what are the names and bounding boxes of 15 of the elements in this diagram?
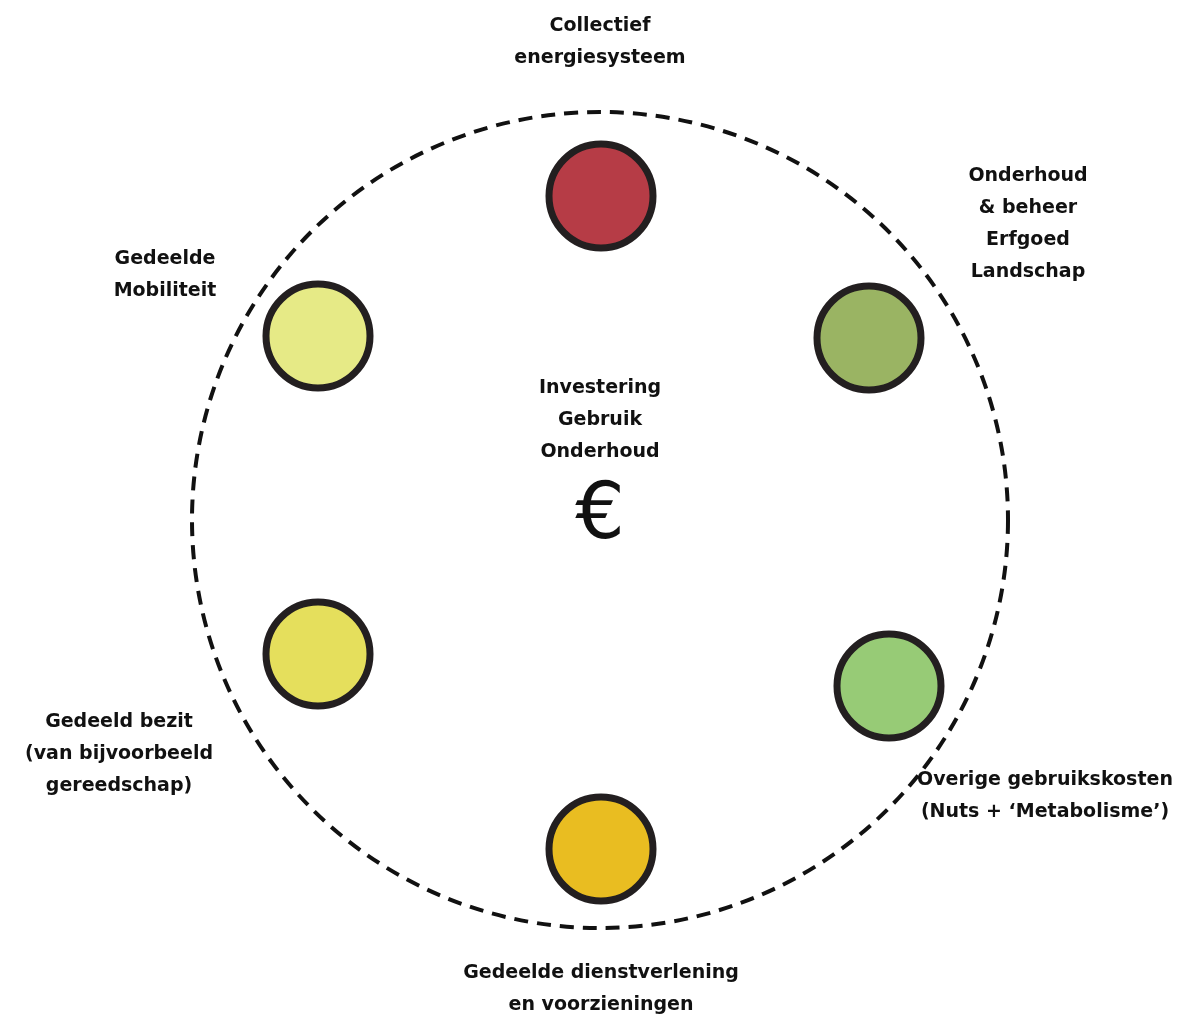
euro-sign: € <box>574 466 626 556</box>
center-label: Investering Gebruik Onderhoud <box>537 374 663 463</box>
circle-marker <box>262 280 374 392</box>
circle-marker <box>545 140 657 252</box>
circle-label: Onderhoud & beheer Erfgoed Landschap <box>967 162 1089 283</box>
circle-label: Gedeelde Mobiliteit <box>112 245 218 302</box>
circle-label: Gedeeld bezit (van bijvoorbeeld gereedschap) <box>25 708 213 797</box>
circle-label: Overige gebruikskosten <box>916 766 1174 791</box>
circle-marker <box>813 282 925 394</box>
circle-marker <box>833 630 945 742</box>
circle-label: Gedeelde dienstverlening en voorzieningen <box>462 959 740 1016</box>
circle-label: (Nuts + ‘Metabolisme’) <box>919 798 1171 823</box>
circle-marker <box>262 598 374 710</box>
circle-marker <box>545 793 657 905</box>
circle-label: Collectief energiesysteem <box>513 12 687 69</box>
